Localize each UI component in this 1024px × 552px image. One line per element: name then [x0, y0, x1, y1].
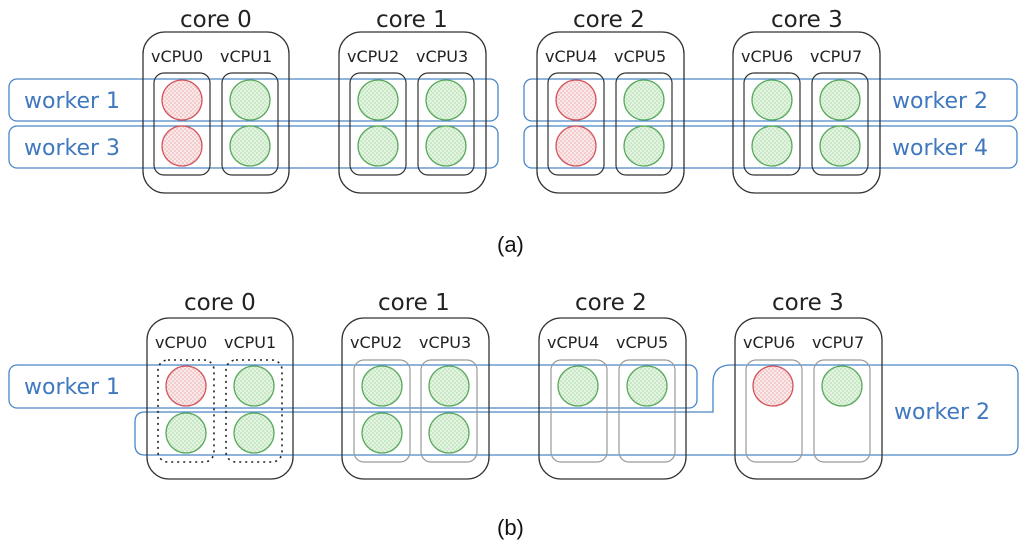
- vcpu5-box: [618, 359, 676, 463]
- idle-thread: [819, 125, 861, 167]
- vcpu-label: vCPU7: [812, 333, 864, 352]
- core-label: core 1: [376, 7, 448, 33]
- busy-thread: [161, 79, 203, 121]
- core-label: core 0: [184, 290, 256, 316]
- vcpu-label: vCPU3: [416, 47, 468, 66]
- vcpu-label: vCPU5: [614, 47, 666, 66]
- idle-thread: [819, 79, 861, 121]
- core-box: [536, 31, 685, 194]
- core-box: [142, 31, 290, 194]
- idle-thread: [557, 365, 599, 407]
- idle-thread: [428, 412, 470, 454]
- vcpu7-box: [813, 359, 871, 463]
- core-box: [538, 317, 687, 480]
- core-0: core 0 vCPU0 vCPU1: [142, 7, 290, 194]
- core-2: core 2 vCPU4 vCPU5: [536, 7, 685, 194]
- worker-2-label: worker 2: [892, 89, 988, 114]
- core-box: [732, 31, 881, 194]
- core-box: [146, 317, 294, 480]
- worker-2-label: worker 2: [894, 400, 990, 425]
- vcpu1-box: [221, 72, 279, 176]
- vcpu-label: vCPU4: [545, 47, 597, 66]
- vcpu-label: vCPU3: [419, 333, 471, 352]
- worker-3-label: worker 3: [24, 136, 120, 161]
- busy-thread: [555, 79, 597, 121]
- vcpu0-box: [157, 359, 215, 463]
- vcpu6-box: [745, 359, 803, 463]
- vcpu-label: vCPU7: [810, 47, 862, 66]
- busy-thread: [752, 365, 794, 407]
- worker-1-label: worker 1: [24, 89, 120, 114]
- vcpu3-box: [420, 359, 478, 463]
- caption-a: (a): [497, 232, 524, 257]
- idle-thread: [357, 79, 399, 121]
- idle-thread: [623, 79, 665, 121]
- idle-thread: [233, 365, 275, 407]
- vcpu-label: vCPU2: [350, 333, 402, 352]
- vcpu6-box: [743, 72, 801, 176]
- core-0: core 0 vCPU0 vCPU1: [146, 290, 294, 480]
- idle-thread: [361, 365, 403, 407]
- core-1: core 1 vCPU2 vCPU3: [341, 290, 490, 480]
- core-label: core 0: [180, 7, 252, 33]
- idle-thread: [751, 125, 793, 167]
- vcpu-label: vCPU2: [347, 47, 399, 66]
- vcpu2-box: [353, 359, 411, 463]
- core-1: core 1 vCPU2 vCPU3: [338, 7, 487, 194]
- idle-thread: [623, 125, 665, 167]
- busy-thread: [161, 125, 203, 167]
- vcpu4-box: [550, 359, 608, 463]
- vcpu-label: vCPU6: [743, 333, 795, 352]
- worker-1-box: [8, 78, 499, 122]
- core-3: core 3 vCPU6 vCPU7: [734, 290, 883, 480]
- busy-thread: [555, 125, 597, 167]
- idle-thread: [229, 125, 271, 167]
- core-3: core 3 vCPU6 vCPU7: [732, 7, 881, 194]
- vcpu7-box: [811, 72, 869, 176]
- vcpu-label: vCPU5: [616, 333, 668, 352]
- vcpu-label: vCPU6: [741, 47, 793, 66]
- idle-thread: [229, 79, 271, 121]
- idle-thread: [751, 79, 793, 121]
- caption-b: (b): [497, 515, 524, 540]
- vcpu-label: vCPU4: [547, 333, 599, 352]
- idle-thread: [425, 125, 467, 167]
- core-box: [338, 31, 487, 194]
- worker-1-label: worker 1: [24, 375, 120, 400]
- core-2: core 2 vCPU4 vCPU5: [538, 290, 687, 480]
- vcpu1-box: [225, 359, 283, 463]
- idle-thread: [357, 125, 399, 167]
- busy-thread: [165, 365, 207, 407]
- core-label: core 3: [772, 290, 844, 316]
- vcpu-label: vCPU0: [155, 333, 207, 352]
- core-box: [341, 317, 490, 480]
- vcpu3-box: [417, 72, 475, 176]
- vcpu-label: vCPU0: [151, 47, 203, 66]
- panel-a: worker 1 worker 3 worker 2 worker 4 core…: [8, 7, 1018, 257]
- panel-b: worker 1 worker 2 core 0 vCPU0 vCPU1 cor…: [8, 290, 1019, 540]
- core-label: core 2: [575, 290, 647, 316]
- core-label: core 1: [378, 290, 450, 316]
- idle-thread: [626, 365, 668, 407]
- vcpu5-box: [615, 72, 673, 176]
- idle-thread: [165, 412, 207, 454]
- vcpu-label: vCPU1: [224, 333, 276, 352]
- idle-thread: [361, 412, 403, 454]
- vcpu0-box: [153, 72, 211, 176]
- vcpu-label: vCPU1: [220, 47, 272, 66]
- core-label: core 2: [573, 7, 645, 33]
- vcpu2-box: [349, 72, 407, 176]
- vcpu4-box: [547, 72, 605, 176]
- idle-thread: [821, 365, 863, 407]
- worker-1-box: [8, 364, 698, 409]
- idle-thread: [425, 79, 467, 121]
- worker-2-box: [134, 364, 1019, 456]
- worker-2-box: [523, 78, 1018, 122]
- idle-thread: [233, 412, 275, 454]
- core-box: [734, 317, 883, 480]
- idle-thread: [428, 365, 470, 407]
- core-label: core 3: [771, 7, 843, 33]
- worker-4-label: worker 4: [892, 136, 988, 161]
